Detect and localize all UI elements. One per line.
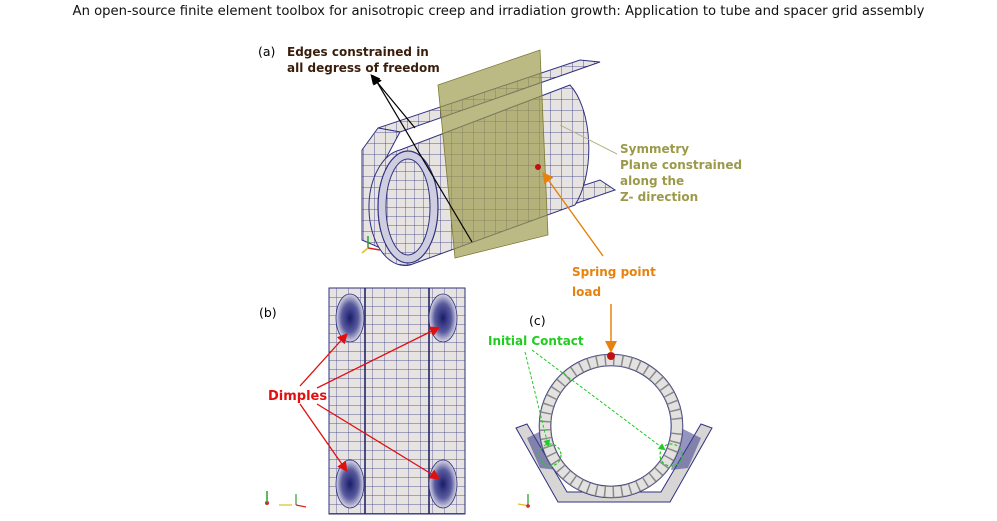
panel-c-tag: (c) xyxy=(529,313,546,328)
dimples-arrow-1 xyxy=(299,333,348,387)
edges-arrow-2 xyxy=(372,74,473,243)
edges-label-line2: all degress of freedom xyxy=(287,61,440,75)
dimples-arrow-3 xyxy=(299,403,348,473)
dimples-label: Dimples xyxy=(268,389,327,404)
panel-a-model xyxy=(361,49,617,267)
panel-b-tag: (b) xyxy=(259,305,277,320)
initial-contact-label: Initial Contact xyxy=(488,334,584,348)
contact-arrow-2 xyxy=(531,349,666,451)
edges-label-line1: Edges constrained in xyxy=(287,45,429,59)
dimples-arrow-4 xyxy=(316,403,441,480)
dimple-top-left xyxy=(335,293,365,343)
page-title: An open-source finite element toolbox fo… xyxy=(72,4,925,19)
spring-label-line2: load xyxy=(572,285,601,299)
axes-triad-b xyxy=(265,491,307,508)
dimple-bottom-left xyxy=(335,459,365,509)
dimple-top-right xyxy=(428,293,458,343)
panel-a-tag: (a) xyxy=(258,44,275,59)
symmetry-label-line3: along the xyxy=(620,174,684,188)
symmetry-leader xyxy=(559,124,618,155)
symmetry-label-line2: Plane constrained xyxy=(620,158,742,172)
spring-arrow-a xyxy=(542,171,604,257)
spring-label-line1: Spring point xyxy=(572,265,656,279)
dimple-bottom-right xyxy=(428,459,458,509)
axes-triad-c xyxy=(517,494,531,508)
contact-arrow-1 xyxy=(524,351,551,447)
panel-b-model xyxy=(265,287,466,515)
dimples-arrow-2 xyxy=(316,326,441,389)
symmetry-label-line1: Symmetry xyxy=(620,142,689,156)
symmetry-label-line4: Z- direction xyxy=(620,190,698,204)
axes-triad-a xyxy=(361,236,381,254)
panel-c-model xyxy=(515,352,713,508)
